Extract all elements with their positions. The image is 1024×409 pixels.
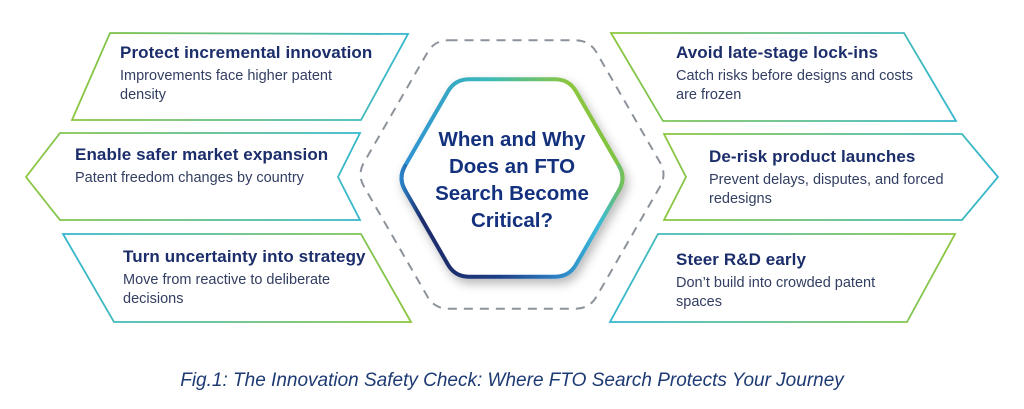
shape-protect-incremental-innovation: [70, 32, 410, 121]
shape-avoid-late-stage-lock-ins: [609, 32, 958, 122]
dashed-hexagon-outline: [359, 39, 665, 310]
center-hexagon-fill: [401, 79, 623, 277]
shape-steer-rd-early: [608, 233, 957, 323]
center-hexagon-border-lower: [399, 163, 625, 279]
shape-de-risk-product-launches: [662, 133, 1000, 221]
shape-enable-safer-market-expansion: [24, 132, 362, 221]
center-hexagon: [399, 77, 625, 279]
shape-turn-uncertainty-into-strategy: [61, 233, 413, 323]
